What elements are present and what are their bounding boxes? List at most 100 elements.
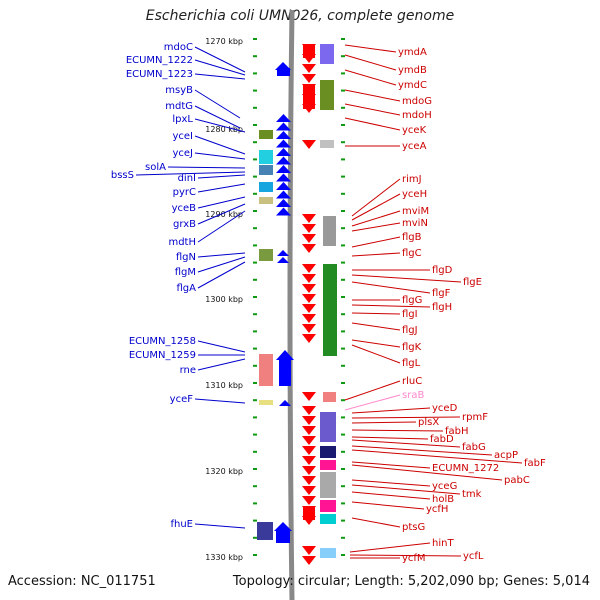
gene-label-right: mviN — [402, 218, 428, 229]
gene-label-right: flgB — [402, 232, 422, 243]
gene-arrow-forward — [277, 257, 289, 263]
gene-leader-line — [349, 542, 431, 553]
ruler-tick — [341, 502, 345, 505]
gene-leader-line — [194, 89, 241, 119]
ruler-tick — [253, 416, 257, 419]
gene-arrow-forward — [276, 114, 291, 122]
gene-leader-line — [351, 461, 431, 469]
ruler-tick — [253, 72, 257, 75]
gene-leader-line — [351, 281, 431, 294]
gene-arrow-reverse — [302, 392, 316, 401]
ruler-tick — [253, 296, 257, 298]
gene-color-box — [259, 197, 273, 204]
gene-leader-line — [197, 174, 246, 179]
gene-label-left: lpxL — [172, 114, 193, 125]
ruler-tick — [341, 347, 345, 350]
ruler-tick — [341, 38, 345, 40]
gene-arrow-reverse — [302, 426, 316, 435]
gene-arrow-forward — [276, 156, 291, 165]
ruler-tick — [253, 158, 257, 161]
gene-label-right: ECUMN_1272 — [432, 463, 499, 474]
gene-leader-line — [351, 501, 425, 510]
gene-label-right: fabH — [445, 426, 469, 437]
gene-label-right: yceG — [432, 481, 457, 492]
gene-body — [276, 530, 290, 543]
ruler-tick — [341, 261, 345, 264]
ruler-tick — [341, 192, 345, 195]
gene-leader-line — [344, 103, 401, 116]
gene-color-box — [320, 446, 336, 458]
gene-color-box — [323, 216, 336, 246]
gene-arrow-reverse — [302, 234, 316, 243]
gene-label-right: flgJ — [402, 325, 418, 336]
gene-leader-line — [351, 252, 401, 257]
gene-color-box — [259, 354, 273, 386]
coordinate-label: 1330 kbp — [205, 553, 243, 562]
gene-label-left: ECUMN_1259 — [129, 350, 196, 361]
gene-leader-line — [197, 256, 246, 273]
ruler-tick — [341, 519, 345, 522]
gene-label-right: flgK — [402, 342, 422, 353]
gene-arrow-reverse — [302, 546, 316, 555]
gene-arrow-reverse — [302, 556, 316, 565]
gene-leader-line — [194, 135, 246, 155]
ruler-tick — [341, 364, 345, 367]
gene-arrow-forward — [276, 190, 291, 199]
ruler-tick — [253, 175, 257, 178]
ruler-tick — [253, 330, 257, 333]
gene-arrow-forward — [276, 207, 291, 216]
gene-label-right: mdoH — [402, 110, 432, 121]
gene-body — [277, 68, 290, 76]
gene-label-right: holB — [432, 494, 454, 505]
gene-leader-line — [351, 304, 431, 308]
gene-label-right: flgF — [432, 288, 451, 299]
gene-arrow-forward — [274, 522, 292, 531]
gene-label-right: sraB — [402, 390, 424, 401]
gene-arrow-reverse — [302, 74, 316, 83]
map-title: Escherichia coli UMN026, complete genome — [145, 8, 455, 24]
gene-leader-line — [194, 523, 246, 529]
gene-label-right: ycfH — [426, 504, 448, 515]
gene-label-right: plsX — [418, 417, 439, 428]
gene-label-left: yceJ — [172, 148, 193, 159]
gene-leader-line — [351, 178, 401, 217]
ruler-tick — [341, 124, 345, 126]
ruler-tick — [341, 433, 345, 436]
gene-arrow-forward — [276, 165, 291, 173]
gene-leader-line — [351, 407, 431, 414]
gene-color-box — [320, 412, 336, 442]
gene-label-right: fabG — [462, 442, 486, 453]
gene-label-left: rne — [180, 365, 196, 376]
gene-leader-line — [197, 340, 246, 353]
ruler-tick — [341, 55, 345, 58]
gene-leader-line — [197, 210, 246, 243]
gene-leader-line — [351, 312, 401, 315]
gene-label-right: flgE — [463, 277, 482, 288]
ruler-tick — [253, 554, 257, 556]
gene-label-left: bssS — [111, 170, 134, 181]
gene-label-left: flgN — [176, 252, 196, 263]
gene-leader-line — [351, 322, 401, 331]
gene-arrow-reverse — [302, 294, 316, 303]
ruler-tick — [253, 347, 257, 350]
ruler-tick — [341, 210, 345, 212]
gene-leader-line — [349, 554, 462, 557]
gene-leader-line — [351, 222, 401, 232]
gene-arrow-reverse — [302, 496, 316, 505]
gene-label-right: flgH — [432, 302, 452, 313]
gene-leader-line — [351, 491, 431, 500]
ruler-tick — [341, 244, 345, 247]
gene-label-left: solA — [145, 162, 166, 173]
ruler-tick — [253, 536, 257, 539]
gene-leader-line — [344, 69, 397, 86]
gene-arrow-reverse — [302, 476, 316, 485]
gene-label-right: yceA — [402, 141, 427, 152]
gene-label-left: ECUMN_1222 — [126, 55, 193, 66]
gene-arrow-reverse — [302, 214, 316, 223]
gene-leader-line — [135, 171, 246, 176]
gene-arrow-forward — [276, 173, 291, 182]
ruler-tick — [253, 38, 257, 40]
ruler-tick — [341, 554, 345, 556]
ruler-tick — [341, 468, 345, 470]
